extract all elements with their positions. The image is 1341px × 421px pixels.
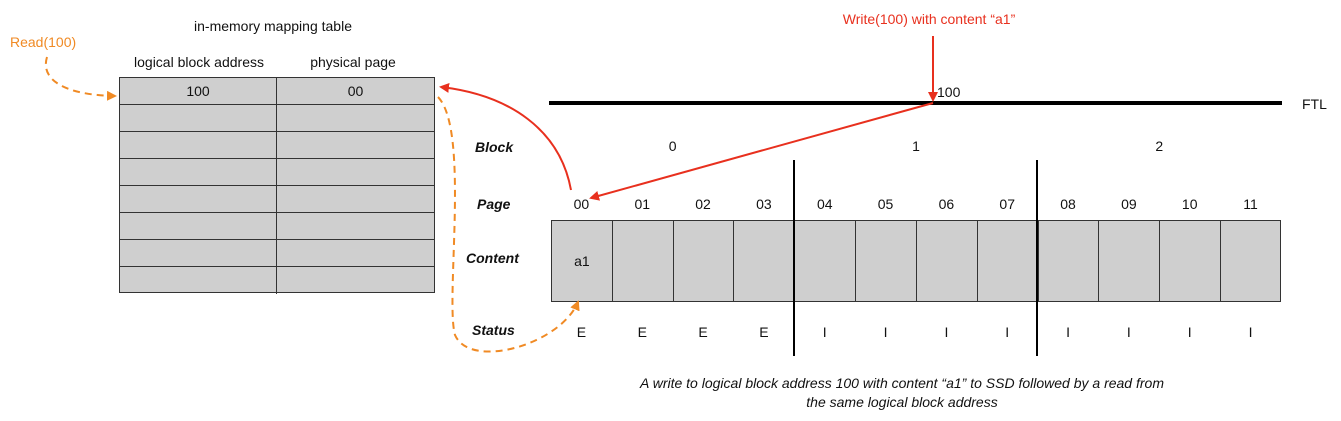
page-status: I — [1066, 324, 1070, 340]
content-cell — [856, 221, 917, 301]
block-number: 1 — [912, 138, 920, 154]
page-number: 01 — [634, 196, 651, 212]
ftl-address-label: 100 — [937, 84, 961, 100]
mapping-table-row: 100 00 — [120, 78, 434, 105]
page-number: 04 — [816, 196, 833, 212]
page-number: 05 — [877, 196, 894, 212]
content-cell — [1160, 221, 1222, 301]
mapping-table-row — [120, 240, 434, 267]
content-cell — [1039, 221, 1100, 301]
block-number: 2 — [1155, 138, 1164, 154]
physical-page-cell: 00 — [347, 83, 364, 99]
read-arrow — [44, 56, 117, 101]
ftl-label: FTL — [1302, 96, 1327, 112]
logical-address-cell — [120, 132, 277, 158]
mapping-table-row — [120, 213, 434, 240]
row-label-status: Status — [472, 322, 515, 338]
ftl-line — [549, 101, 1282, 105]
page-status: I — [1005, 324, 1010, 340]
page-status: E — [698, 324, 708, 340]
page-status: E — [576, 324, 587, 340]
logical-address-cell — [120, 240, 277, 266]
page-number: 09 — [1121, 196, 1137, 212]
logical-address-cell: 100 — [120, 78, 277, 104]
page-status: I — [822, 324, 827, 340]
block-number: 0 — [668, 138, 677, 154]
page-number: 07 — [999, 196, 1016, 212]
content-cell — [1099, 221, 1161, 301]
page-status: I — [1126, 324, 1131, 340]
content-cell: a1 — [552, 221, 613, 301]
content-cell — [978, 221, 1039, 301]
page-number: 10 — [1181, 196, 1198, 212]
logical-address-cell — [120, 105, 277, 131]
caption-line: A write to logical block address 100 wit… — [640, 375, 1164, 391]
row-label-block: Block — [475, 139, 514, 155]
page-number: 06 — [938, 196, 955, 212]
page-status: I — [883, 324, 888, 340]
mapping-table-row — [120, 159, 434, 186]
header-physical-page: physical page — [310, 54, 396, 70]
page-number: 00 — [573, 196, 590, 212]
mapping-table-row — [120, 105, 434, 132]
caption-line: the same logical block address — [806, 394, 998, 410]
caption: A write to logical block address 100 wit… — [562, 374, 1242, 412]
content-cell — [917, 221, 978, 301]
mapping-update-arrow — [439, 82, 572, 191]
logical-address-cell — [120, 186, 277, 212]
page-status: E — [759, 324, 769, 340]
header-logical-block-address: logical block address — [134, 54, 264, 70]
write-arrow-to-page — [589, 102, 934, 201]
mapping-table-title: in-memory mapping table — [194, 18, 352, 34]
logical-address-cell — [120, 267, 277, 294]
page-number: 11 — [1243, 196, 1258, 212]
logical-address-cell — [120, 159, 277, 185]
page-status: E — [637, 324, 647, 340]
page-status: I — [1248, 324, 1253, 340]
write-label: Write(100) with content “a1” — [842, 11, 1016, 27]
logical-address-cell — [120, 213, 277, 239]
mapping-table-row — [120, 267, 434, 294]
page-number: 08 — [1060, 196, 1076, 212]
block-divider — [1036, 160, 1038, 356]
block-divider — [793, 160, 795, 356]
page-number: 02 — [695, 196, 711, 212]
read-lookup-arrow — [437, 96, 580, 353]
mapping-table: 100 00 — [119, 77, 435, 294]
row-label-page: Page — [477, 196, 511, 212]
content-strip: a1 — [551, 220, 1281, 302]
row-label-content: Content — [466, 250, 519, 266]
content-cell — [795, 221, 857, 301]
page-status: I — [1187, 324, 1192, 340]
mapping-table-row — [120, 186, 434, 213]
read-label: Read(100) — [10, 34, 77, 50]
page-status: I — [944, 324, 949, 340]
content-cell — [674, 221, 735, 301]
content-cell — [613, 221, 674, 301]
mapping-table-row — [120, 132, 434, 159]
page-number: 03 — [756, 196, 772, 212]
